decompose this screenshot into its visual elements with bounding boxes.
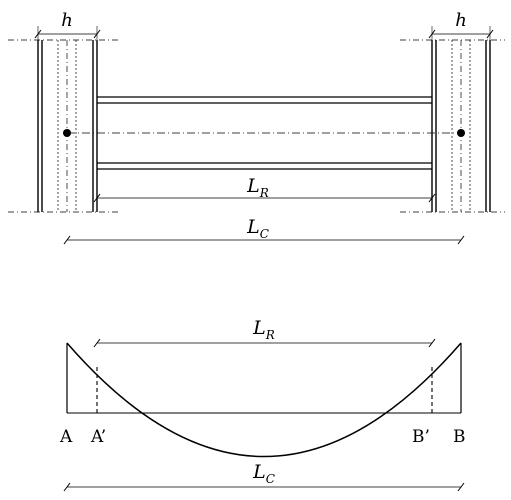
h-label-right: h <box>455 10 467 31</box>
h-label-left: h <box>61 10 73 31</box>
beam <box>67 96 461 170</box>
label-b: B <box>453 427 466 447</box>
lc-dimension-top: LC <box>63 216 465 245</box>
moment-diagram <box>66 342 462 458</box>
lr-dimension-top: LR <box>93 175 436 203</box>
lc-dimension-bottom: LC <box>63 461 465 492</box>
h-dimension-right: h <box>428 10 494 40</box>
label-a: A <box>59 427 73 447</box>
lr-label-bottom: LR <box>252 317 275 342</box>
left-column <box>8 39 120 213</box>
label-a-prime: A’ <box>90 427 106 447</box>
lc-label-top: LC <box>246 216 269 241</box>
moment-curve <box>66 342 462 458</box>
h-dimension-left: h <box>34 10 101 40</box>
point-labels: A A’ B’ B <box>59 427 466 447</box>
lr-label-top: LR <box>246 175 269 200</box>
label-b-prime: B’ <box>412 427 430 447</box>
right-column <box>400 39 505 213</box>
lr-dimension-bottom: LR <box>93 317 436 348</box>
lc-label-bottom: LC <box>252 461 275 486</box>
